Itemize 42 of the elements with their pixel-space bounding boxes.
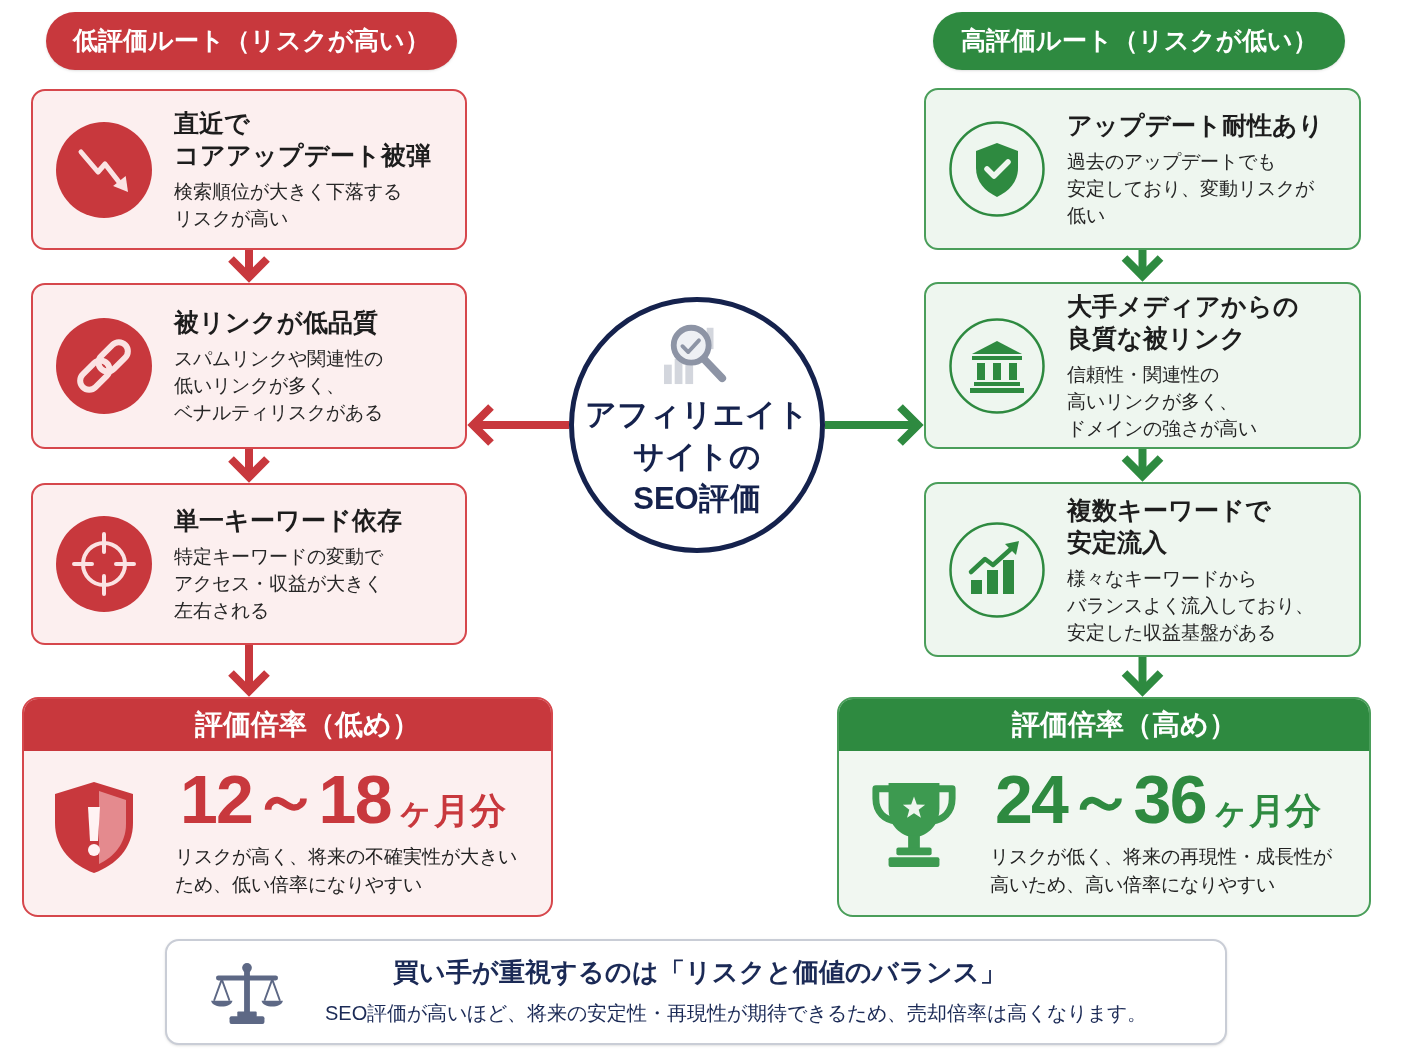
card-title: 被リンクが低品質 <box>174 307 379 338</box>
route-heading: 高評価ルート（リスクが低い） <box>933 12 1345 70</box>
arrow <box>1120 250 1165 280</box>
factor-card <box>31 283 467 449</box>
arrow <box>469 403 569 447</box>
multiple-unit: ヶ月分 <box>1211 791 1321 831</box>
multiple-unit: ヶ月分 <box>396 791 506 831</box>
arrow <box>227 250 271 281</box>
center-title: アフィリエイトサイトのSEO評価 <box>584 396 810 518</box>
panel-header: 評価倍率（高め） <box>839 699 1369 751</box>
arrow <box>227 449 271 481</box>
card-title: 複数キーワードで安定流入 <box>1067 494 1272 558</box>
summary-title: 買い手が重視するのは「リスクと価値のバランス」 <box>393 956 1006 989</box>
arrow <box>1120 449 1165 480</box>
factor-card <box>924 282 1361 449</box>
card-title: 単一キーワード依存 <box>174 505 403 536</box>
factor-card <box>31 483 467 645</box>
card-title: 直近でコアアップデート被弾 <box>174 108 432 171</box>
card-title: アップデート耐性あり <box>1067 110 1325 141</box>
card-description: 信頼性・関連性の高いリンクが多く、ドメインの強さが高い <box>1067 362 1258 441</box>
panel-header: 評価倍率（低め） <box>24 699 551 751</box>
arrow <box>1120 657 1165 695</box>
valuation-panel <box>837 697 1371 917</box>
card-description: スパムリンクや関連性の低いリンクが多く、ベナルティリスクがある <box>174 347 384 425</box>
multiple-value: 24～36 <box>995 763 1206 835</box>
card-description: 過去のアップデートでも安定しており、変動リスクが低い <box>1067 150 1315 228</box>
card-description: 特定キーワードの変動でアクセス・収益が大きく左右される <box>174 545 384 623</box>
panel-description: リスクが低く、将来の再現性・成長性が高いため、高い倍率になりやすい <box>990 845 1333 897</box>
valuation-panel <box>22 697 553 917</box>
summary-text: SEO評価が高いほど、将来の安定性・再現性が期待できるため、売却倍率は高くなります。 <box>325 1001 1148 1026</box>
arrow <box>227 645 271 695</box>
summary-banner <box>165 939 1227 1045</box>
factor-card <box>31 89 467 250</box>
card-description: 様々なキーワードからバランスよく流入しており、安定した収益基盤がある <box>1067 566 1315 645</box>
card-title: 大手メディアからの良質な被リンク <box>1067 290 1300 354</box>
factor-card <box>924 88 1361 250</box>
route-heading: 低評価ルート（リスクが高い） <box>46 12 457 70</box>
factor-card <box>924 482 1361 657</box>
panel-description: リスクが高く、将来の不確実性が大きいため、低い倍率になりやすい <box>175 845 518 897</box>
multiple-value: 12～18 <box>180 763 391 835</box>
card-description: 検索順位が大きく下落するリスクが高い <box>174 180 403 231</box>
arrow <box>825 403 922 447</box>
